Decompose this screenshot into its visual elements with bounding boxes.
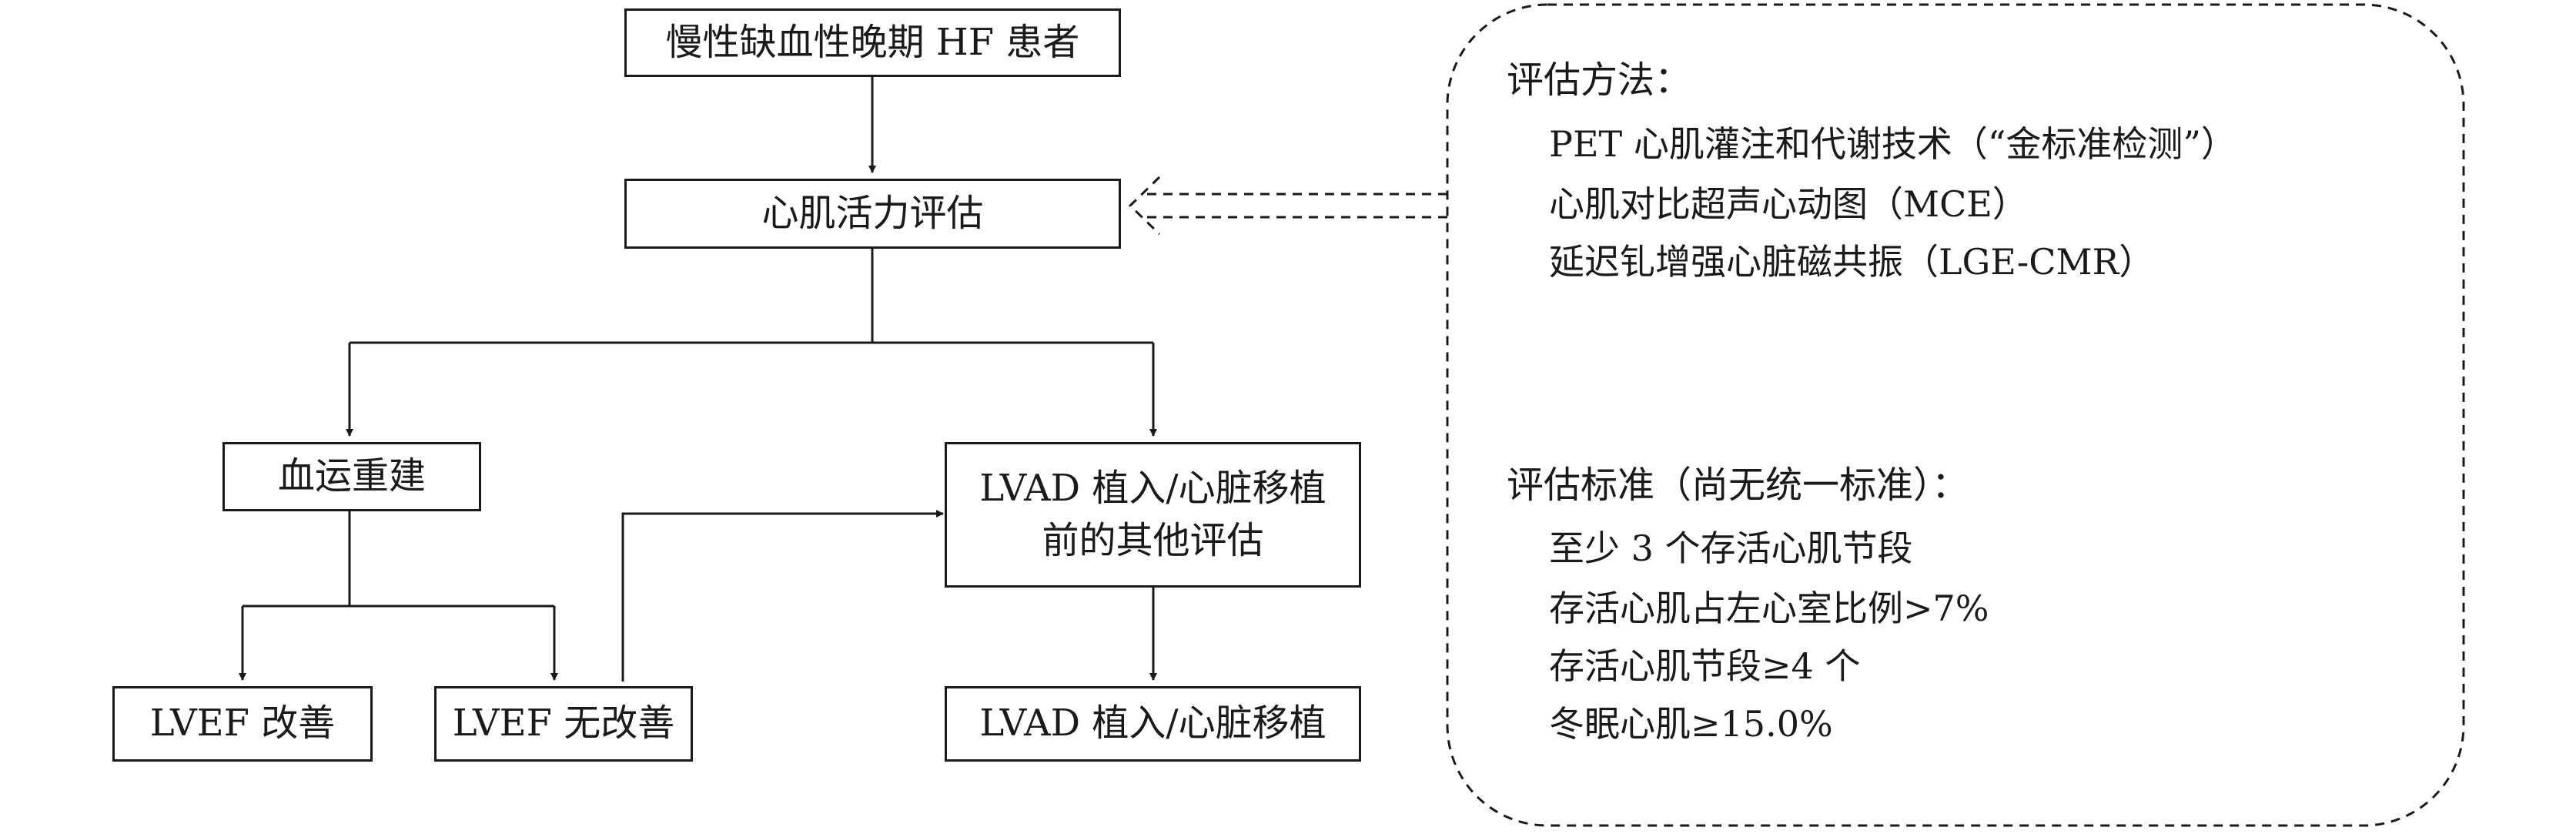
methods-title: 评估方法：	[1507, 59, 1692, 102]
method-item-pet: PET 心肌灌注和代谢技术（“金标准检测”）	[1549, 123, 2236, 165]
criteria-item-3: 存活心肌节段≥4 个	[1549, 645, 1861, 687]
lvef-improved-box: LVEF 改善	[112, 686, 373, 762]
lvad-transplant-box: LVAD 植入/心脏移植	[945, 686, 1361, 762]
assessment-info-panel	[1446, 3, 2465, 827]
lvef-not-improved-box: LVEF 无改善	[434, 686, 693, 762]
other-assessment-box: LVAD 植入/心脏移植 前的其他评估	[945, 442, 1361, 588]
other-assessment-line-1: LVAD 植入/心脏移植	[979, 467, 1326, 511]
arrow-not-improved-to-other-assessment	[621, 510, 944, 682]
dashed-arrow-methods-to-assessment	[1128, 176, 1447, 236]
method-item-lge-cmr: 延迟钆增强心脏磁共振（LGE-CMR）	[1549, 241, 2155, 283]
criteria-title: 评估标准（尚无统一标准）：	[1507, 464, 1969, 507]
revascularization-box: 血运重建	[222, 442, 481, 511]
other-assessment-line-2: 前的其他评估	[1042, 518, 1264, 562]
criteria-item-4: 冬眠心肌≥15.0%	[1549, 703, 1833, 745]
start-patient-box: 慢性缺血性晚期 HF 患者	[624, 8, 1121, 77]
criteria-item-1: 至少 3 个存活心肌节段	[1549, 528, 1913, 569]
method-item-mce: 心肌对比超声心动图（MCE）	[1549, 183, 2028, 225]
viability-assessment-box: 心肌活力评估	[624, 179, 1121, 249]
criteria-item-2: 存活心肌占左心室比例>7%	[1549, 588, 1989, 629]
